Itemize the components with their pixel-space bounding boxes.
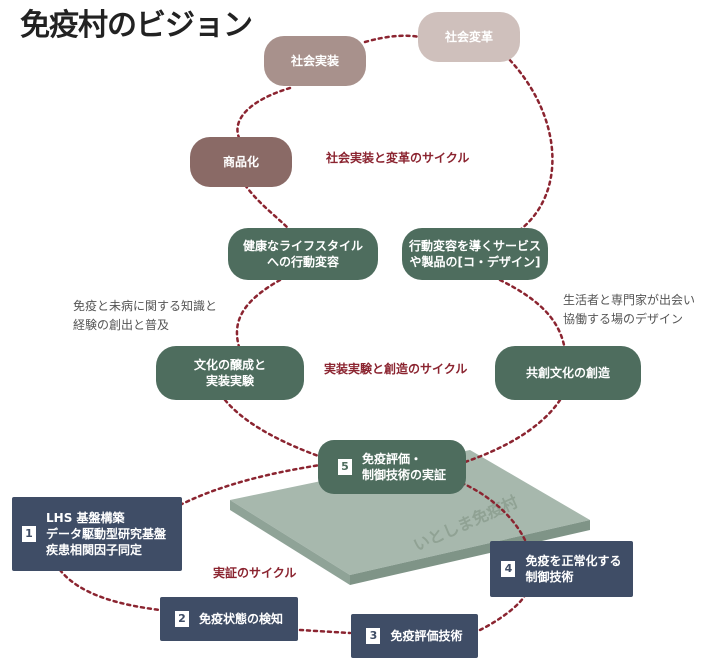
page-title: 免疫村のビジョン bbox=[20, 8, 253, 43]
step-4-label: 免疫を正常化する 制御技術 bbox=[525, 553, 622, 584]
note-right: 生活者と専門家が出会い 協働する場のデザイン bbox=[563, 293, 696, 326]
node-healthy-lifestyle-label: 健康なライフスタイル への行動変容 bbox=[242, 238, 363, 269]
step-4: 4 免疫を正常化する 制御技術 bbox=[490, 541, 633, 597]
connector-middle-left-b bbox=[223, 398, 332, 462]
step-1-number: 1 bbox=[22, 526, 36, 542]
node-social-implementation: 社会実装 bbox=[264, 36, 366, 86]
step-1-label: LHS 基盤構築 データ駆動型研究基盤 疾患相関因子同定 bbox=[46, 510, 167, 558]
connector-lower-left bbox=[58, 568, 162, 612]
step-2: 2 免疫状態の検知 bbox=[160, 597, 298, 641]
connector-upper-right bbox=[503, 53, 554, 232]
node-healthy-lifestyle: 健康なライフスタイル への行動変容 bbox=[228, 228, 378, 280]
node-culture-cultivation-label: 文化の醸成と 実装実験 bbox=[193, 357, 266, 388]
connector-upper-left-b bbox=[243, 183, 292, 232]
node-co-creation-culture: 共創文化の創造 bbox=[495, 346, 641, 400]
connector-lower-right-a bbox=[478, 593, 527, 632]
note-left: 免疫と未病に関する知識と 経験の創出と普及 bbox=[73, 299, 218, 332]
connector-upper-left-a bbox=[236, 86, 292, 142]
node-social-implementation-label: 社会実装 bbox=[290, 53, 339, 68]
step-4-number: 4 bbox=[501, 561, 516, 577]
cycle-label-middle: 実装実験と創造のサイクル bbox=[324, 362, 468, 376]
connector-middle-right-b bbox=[463, 398, 562, 464]
step-3: 3 免疫評価技術 bbox=[351, 614, 478, 658]
node-culture-cultivation: 文化の醸成と 実装実験 bbox=[156, 346, 304, 400]
node-co-creation-culture-label: 共創文化の創造 bbox=[525, 365, 610, 380]
step-1: 1 LHS 基盤構築 データ駆動型研究基盤 疾患相関因子同定 bbox=[12, 497, 182, 571]
connector-lower-top bbox=[178, 463, 322, 507]
node-social-transformation-label: 社会変革 bbox=[444, 29, 493, 44]
node-commercialization: 商品化 bbox=[190, 137, 292, 187]
step-3-label: 免疫評価技術 bbox=[390, 628, 463, 643]
node-behavior-codesign-label: 行動変容を導くサービス や製品の[コ・デザイン] bbox=[408, 238, 541, 269]
connector-middle-right-a bbox=[498, 278, 567, 352]
connector-upper-top bbox=[363, 34, 427, 44]
step-2-label: 免疫状態の検知 bbox=[198, 611, 283, 626]
cycle-label-lower: 実証のサイクル bbox=[213, 566, 297, 580]
connector-middle-left-a bbox=[235, 278, 282, 352]
node-commercialization-label: 商品化 bbox=[222, 154, 259, 169]
node-social-transformation: 社会変革 bbox=[418, 12, 520, 62]
step-3-number: 3 bbox=[366, 628, 381, 644]
node-behavior-codesign: 行動変容を導くサービス や製品の[コ・デザイン] bbox=[402, 228, 548, 280]
step-5-number: 5 bbox=[337, 459, 352, 475]
cycle-label-upper: 社会実装と変革のサイクル bbox=[326, 151, 470, 165]
connector-lower-bottom bbox=[298, 628, 352, 635]
step-5-label: 免疫評価・ 制御技術の実証 bbox=[361, 451, 446, 482]
step-5: 5 免疫評価・ 制御技術の実証 bbox=[318, 440, 466, 494]
step-2-number: 2 bbox=[174, 611, 189, 627]
